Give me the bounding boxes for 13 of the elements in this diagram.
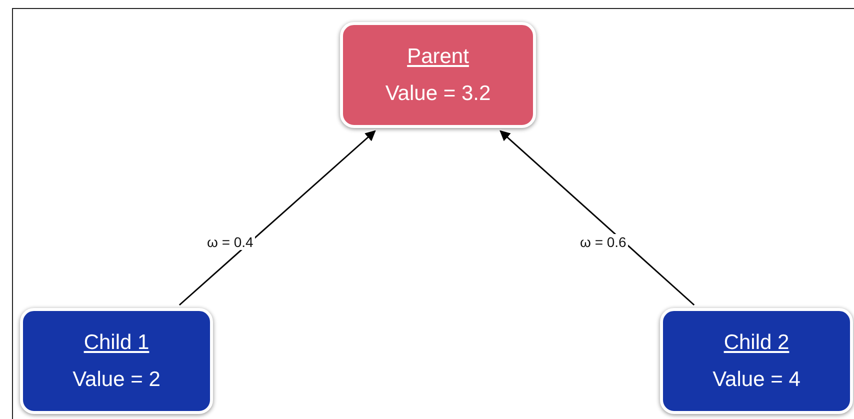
node-box <box>20 308 213 414</box>
node-value: Value = 4 <box>712 369 800 390</box>
edge-label: ω = 0.4 <box>205 234 256 250</box>
node-heading: Child 2 <box>724 332 790 353</box>
arrow <box>178 130 376 306</box>
node-value: Value = 2 <box>72 369 160 390</box>
node-heading: Parent <box>407 46 469 67</box>
node-box <box>340 22 536 128</box>
node-value: Value = 3.2 <box>385 83 491 104</box>
arrow <box>500 130 695 306</box>
edge-label: ω = 0.6 <box>578 234 628 250</box>
node-box <box>660 308 853 414</box>
node-heading: Child 1 <box>84 332 150 353</box>
